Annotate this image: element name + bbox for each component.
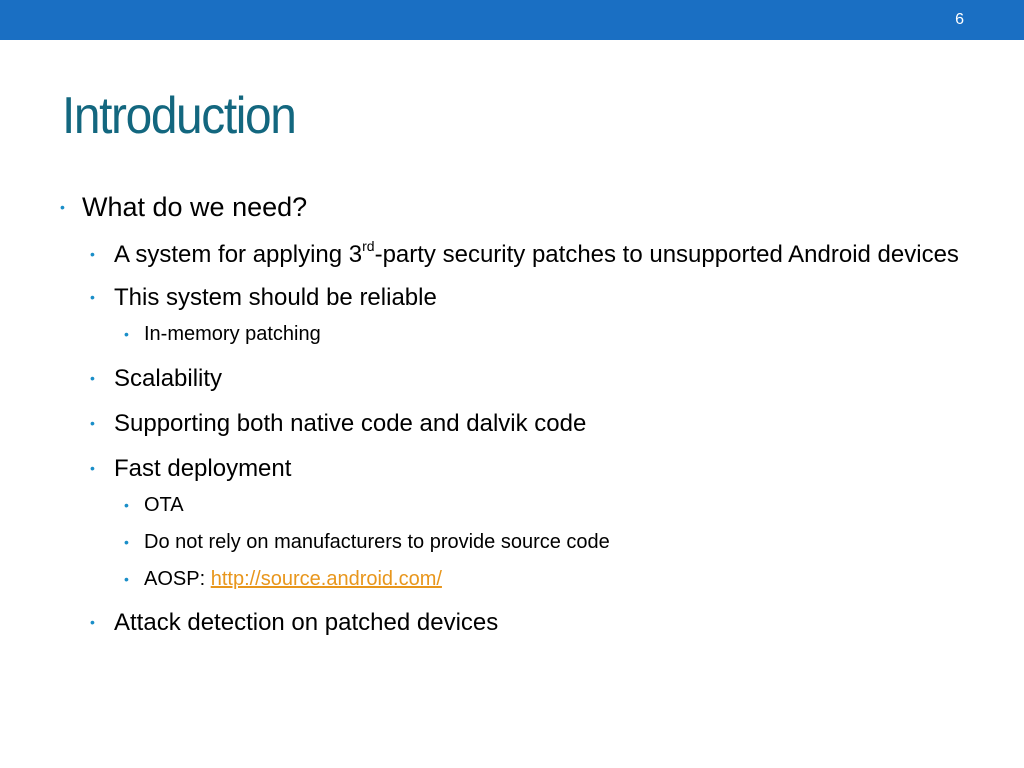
- slide-number: 6: [955, 11, 964, 28]
- bullet-aosp: • AOSP: http://source.android.com/: [60, 565, 960, 594]
- bullet-native-dalvik: • Supporting both native code and dalvik…: [60, 407, 960, 440]
- aosp-link[interactable]: http://source.android.com/: [210, 568, 442, 590]
- bullet-ota: • OTA: [60, 491, 960, 520]
- bullet-text: Scalability: [114, 365, 223, 392]
- bullet-text-post: -party security patches to unsupported A…: [374, 241, 959, 268]
- bullet-icon: •: [90, 370, 95, 386]
- bullet-icon: •: [90, 289, 95, 305]
- bullet-text: Supporting both native code and dalvik c…: [114, 410, 587, 437]
- bullet-text-pre: A system for applying 3: [114, 241, 363, 268]
- bullet-no-manufacturers: • Do not rely on manufacturers to provid…: [60, 528, 960, 557]
- bullet-attack-detection: • Attack detection on patched devices: [60, 606, 960, 639]
- bullet-reliable: • This system should be reliable: [60, 281, 960, 314]
- top-bar: 6: [0, 0, 1024, 40]
- bullet-text: AOSP:: [144, 568, 211, 590]
- bullet-icon: •: [124, 571, 129, 587]
- bullet-text: This system should be reliable: [114, 284, 437, 311]
- bullet-icon: •: [124, 534, 129, 550]
- bullet-text: Attack detection on patched devices: [114, 609, 499, 636]
- bullet-in-memory: • In-memory patching: [60, 320, 960, 349]
- bullet-icon: •: [90, 415, 95, 431]
- bullet-text: Do not rely on manufacturers to provide …: [144, 531, 610, 553]
- bullet-fast-deployment: • Fast deployment: [60, 452, 960, 485]
- bullet-text: OTA: [144, 494, 184, 516]
- bullet-icon: •: [124, 326, 129, 342]
- bullet-text: Fast deployment: [114, 455, 292, 482]
- bullet-system-patches: • A system for applying 3rd-party securi…: [60, 238, 960, 271]
- bullet-icon: •: [90, 614, 95, 630]
- bullet-scalability: • Scalability: [60, 362, 960, 395]
- bullet-icon: •: [124, 497, 129, 513]
- bullet-icon: •: [90, 246, 95, 262]
- bullet-icon: •: [60, 199, 65, 215]
- bullet-text: What do we need?: [82, 192, 308, 222]
- slide-content: • What do we need? • A system for applyi…: [60, 190, 960, 651]
- bullet-icon: •: [90, 460, 95, 476]
- bullet-superscript: rd: [362, 238, 375, 254]
- slide-title: Introduction: [62, 87, 297, 145]
- bullet-text: In-memory patching: [144, 323, 321, 345]
- bullet-what-we-need: • What do we need?: [60, 190, 960, 224]
- bullet-list: • What do we need? • A system for applyi…: [60, 190, 960, 639]
